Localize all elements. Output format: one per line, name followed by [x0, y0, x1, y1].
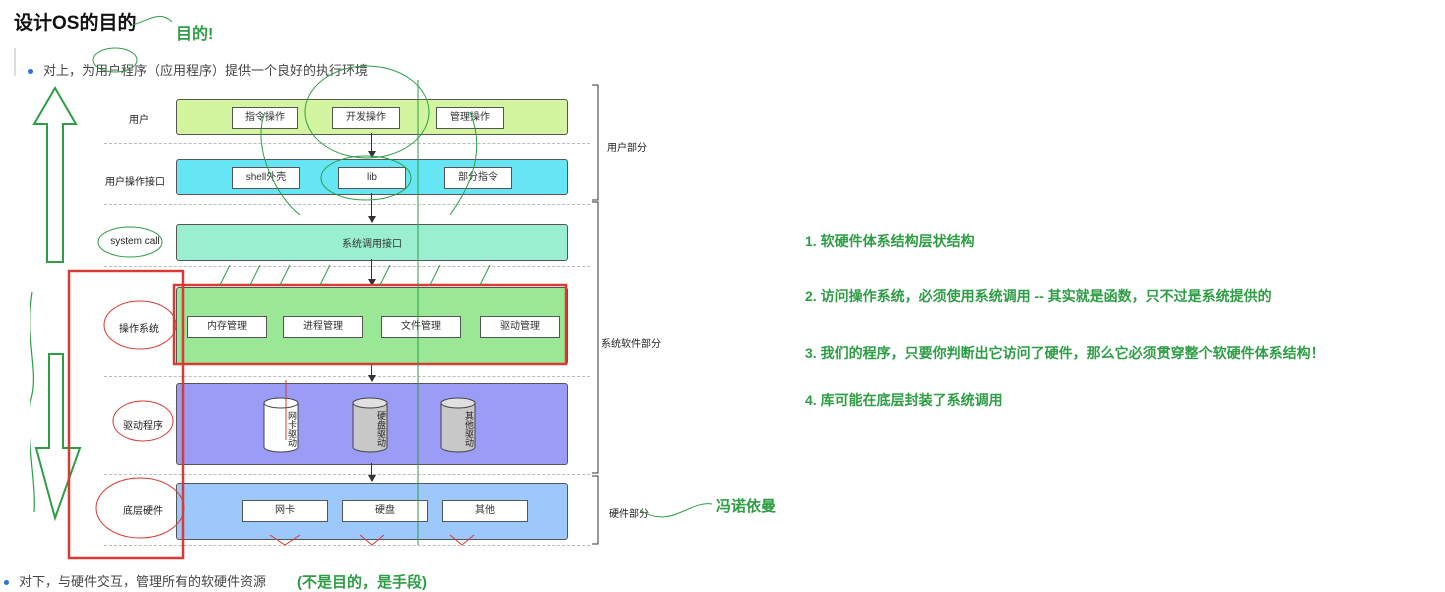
separator: [104, 143, 590, 144]
user-box-command: 指令操作: [232, 107, 298, 129]
separator: [104, 474, 590, 475]
system-call-interface: 系统调用接口: [342, 239, 402, 250]
hardware-box-disk: 硬盘: [342, 500, 428, 522]
user-box-develop: 开发操作: [332, 107, 400, 129]
row-label-user: 用户: [129, 115, 149, 126]
separator: [104, 545, 590, 546]
bracket-label-system: 系统软件部分: [601, 339, 661, 350]
cylinder-nic-driver: 网卡驱动: [263, 397, 299, 453]
bullet-top: 对上，为用户程序（应用程序）提供一个良好的执行环境: [28, 60, 368, 79]
hardware-box-nic: 网卡: [242, 500, 328, 522]
flow-arrow: [368, 193, 376, 223]
bullet-bottom: 对下，与硬件交互，管理所有的软硬件资源: [4, 571, 266, 590]
cylinder-disk-driver: 硬盘驱动: [352, 397, 388, 453]
bracket-label-hardware: 硬件部分: [609, 509, 649, 520]
bullet-bottom-text: 对下，与硬件交互，管理所有的软硬件资源: [19, 574, 267, 589]
note-4: 4. 库可能在底层封装了系统调用: [805, 392, 1003, 408]
row-label-user-interface: 用户操作接口: [105, 177, 165, 188]
cylinder-other-driver: 其他驱动: [440, 397, 476, 453]
layer-hardware: 网卡 硬盘 其他: [176, 483, 568, 540]
layer-user: 指令操作 开发操作 管理操作: [176, 99, 568, 135]
flow-arrow: [368, 463, 376, 482]
interface-box-lib: lib: [338, 167, 406, 189]
title-annotation: 目的!: [176, 26, 214, 43]
os-box-driver: 驱动管理: [480, 316, 560, 338]
separator: [104, 376, 590, 377]
bullet-bottom-note: (不是目的，是手段): [297, 574, 427, 591]
right-brackets: [592, 84, 599, 545]
layer-system-call: 系统调用接口: [176, 224, 568, 261]
hardware-box-other: 其他: [442, 500, 528, 522]
bullet-top-text: 对上，为用户程序（应用程序）提供一个良好的执行环境: [43, 63, 369, 78]
hand-annotations: [67, 15, 713, 560]
page-title: 设计OS的目的: [14, 13, 137, 34]
bullet-dot: [4, 580, 9, 586]
layer-os: 内存管理 进程管理 文件管理 驱动管理: [176, 287, 568, 365]
cylinder-disk-driver-label: 硬盘驱动: [376, 411, 386, 447]
cylinder-other-driver-label: 其他驱动: [464, 411, 474, 447]
separator: [104, 204, 590, 205]
row-label-driver: 驱动程序: [123, 421, 163, 432]
cylinder-nic-driver-label: 网卡驱动: [287, 411, 297, 447]
row-label-system-call: system call: [110, 236, 160, 247]
note-3: 3. 我们的程序，只要你判断出它访问了硬件，那么它必须贯穿整个软硬件体系结构！: [805, 345, 1325, 361]
row-label-os: 操作系统: [119, 324, 159, 335]
separator: [104, 266, 590, 267]
user-box-manage: 管理操作: [436, 107, 504, 129]
layer-driver: 网卡驱动 硬盘驱动 其他驱动: [176, 383, 568, 465]
interface-box-shell: shell外壳: [232, 167, 300, 189]
bracket-label-user: 用户部分: [607, 143, 647, 154]
flow-arrow: [368, 133, 376, 158]
bullet-dot: [28, 69, 33, 75]
quote-bar: [14, 48, 16, 76]
up-down-arrows: [30, 86, 82, 522]
os-box-file: 文件管理: [381, 316, 461, 338]
note-2: 2. 访问操作系统，必须使用系统调用 -- 其实就是函数，只不过是系统提供的: [805, 288, 1272, 304]
flow-arrow: [368, 363, 376, 382]
row-label-hardware: 底层硬件: [123, 506, 163, 517]
von-neumann-note: 冯诺依曼: [716, 498, 777, 515]
layer-user-interface: shell外壳 lib 部分指令: [176, 159, 568, 195]
os-box-process: 进程管理: [283, 316, 363, 338]
os-box-memory: 内存管理: [187, 316, 267, 338]
note-1: 1. 软硬件体系结构层状结构: [805, 233, 975, 249]
flow-arrow: [368, 259, 376, 286]
interface-box-commands: 部分指令: [444, 167, 512, 189]
